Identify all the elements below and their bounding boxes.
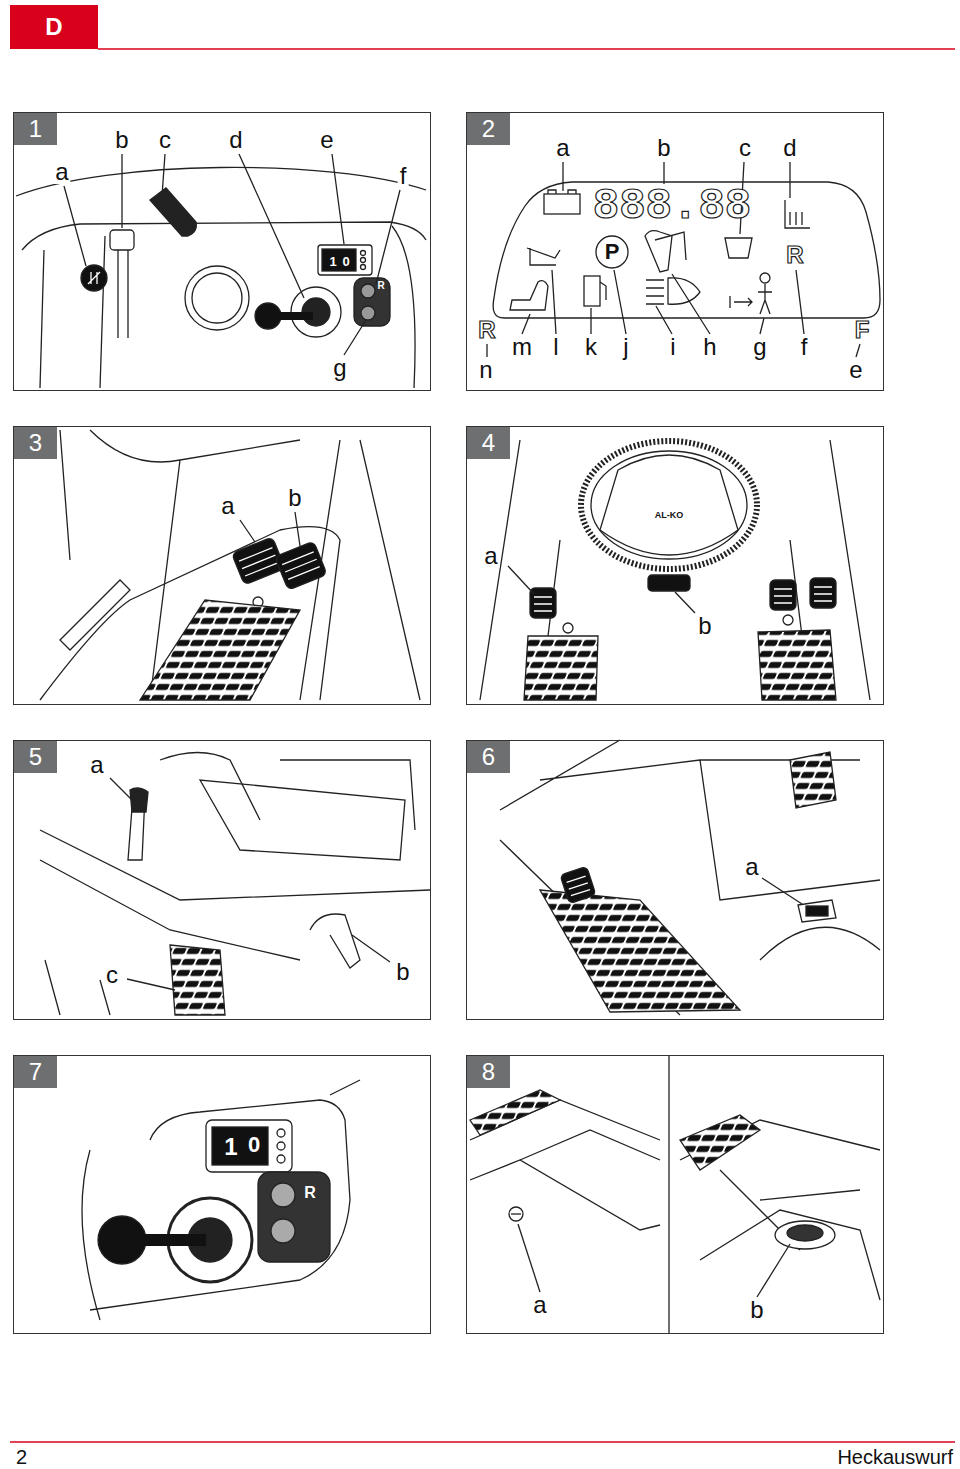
section-tab: D [10,5,98,49]
figure-number: 2 [467,113,510,145]
callout-letter: c [737,136,753,160]
display-symbol: R [302,1185,318,1201]
callout-letter: b [286,486,303,510]
display-symbol: 0 [340,255,351,268]
callout-letter: c [104,963,120,987]
callout-letter: a [743,855,760,879]
callout-letter: d [227,128,244,152]
callout-letter: f [398,164,409,188]
figure-panel: 4 [466,426,884,705]
figure-number: 3 [14,427,57,459]
callout-letter: g [331,356,348,380]
callout-letter: b [748,1298,765,1322]
callout-letter: h [701,335,718,359]
figure-number: 1 [14,113,57,145]
callout-letter: b [113,128,130,152]
display-symbol: 0 [246,1134,262,1156]
callout-letter: e [318,128,335,152]
callout-letter: k [583,335,599,359]
callout-letter: a [531,1293,548,1317]
display-symbol: R [375,281,386,291]
callout-letter: n [477,358,494,382]
figure-panel: 1 [13,112,431,391]
figure-panel: 5 [13,740,431,1020]
figure-number: 6 [467,741,510,773]
display-symbol: 888.88 [591,184,753,228]
display-symbol: R [784,243,805,267]
callout-letter: b [394,960,411,984]
callout-letter: c [157,128,173,152]
display-symbol: P [603,241,622,263]
figure-panel: 3 [13,426,431,705]
callout-letter: i [668,335,677,359]
display-symbol: F [853,318,872,342]
callout-letter: b [696,614,713,638]
figure-number: 7 [14,1056,57,1088]
figure-number: 8 [467,1056,510,1088]
callout-letter: l [551,335,560,359]
display-symbol: R [476,318,497,342]
callout-letter: g [751,335,768,359]
callout-letter: a [53,160,70,184]
callout-letter: e [847,358,864,382]
figure-panel: 6 [466,740,884,1020]
display-symbol: AL-KO [653,511,686,520]
page-number: 2 [14,1447,29,1467]
callout-letter: a [88,753,105,777]
callout-letter: a [554,136,571,160]
running-title: Heckauswurf [835,1447,955,1467]
callout-letter: j [621,335,630,359]
figure-panel: 7 [13,1055,431,1334]
callout-letter: m [510,335,534,359]
figure-panel: 8 [466,1055,884,1334]
callout-letter: a [219,494,236,518]
callout-letter: b [655,136,672,160]
callout-letter: d [781,136,798,160]
callout-letter: a [482,544,499,568]
section-letter: D [45,13,62,41]
callout-letter: f [799,335,810,359]
display-symbol: 1 [327,255,338,268]
display-symbol: 1 [222,1135,239,1159]
figure-number: 5 [14,741,57,773]
figure-number: 4 [467,427,510,459]
